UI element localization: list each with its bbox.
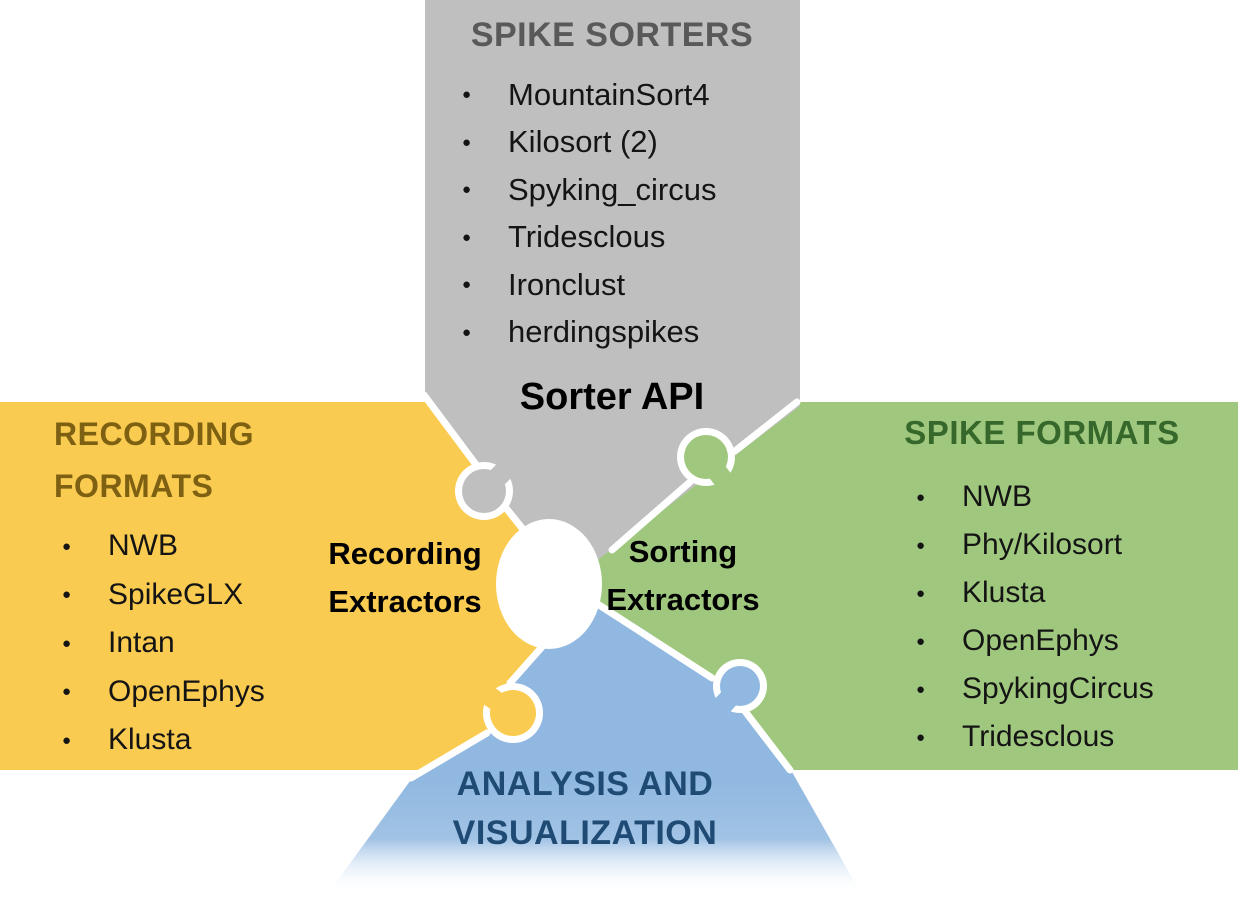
list-item-label: Kilosort (2) bbox=[508, 124, 658, 160]
bullet-icon: ● bbox=[62, 537, 72, 555]
list-item: ● SpykingCircus bbox=[916, 665, 1154, 713]
list-item: ● Ironclust bbox=[462, 261, 716, 309]
list-item-label: NWB bbox=[962, 480, 1032, 513]
list-item: ● Spyking_circus bbox=[462, 166, 716, 214]
recording-formats-list: ● NWB ● SpikeGLX ● Intan ● OpenEphys ● Klusta bbox=[62, 522, 265, 765]
list-item-label: Phy/Kilosort bbox=[962, 528, 1123, 561]
blue-tab-knob bbox=[720, 666, 760, 706]
bullet-icon: ● bbox=[462, 181, 472, 199]
list-item: ● NWB bbox=[916, 473, 1154, 521]
list-item-label: NWB bbox=[108, 529, 178, 563]
bullet-icon: ● bbox=[62, 586, 72, 604]
bullet-icon: ● bbox=[462, 133, 472, 151]
list-item-label: herdingspikes bbox=[508, 314, 700, 350]
list-item: ● SpikeGLX bbox=[62, 571, 265, 620]
puzzle-seam bbox=[608, 478, 694, 554]
analysis-visualization-label: ANALYSIS AND VISUALIZATION bbox=[452, 765, 724, 852]
gray-tab-knob bbox=[462, 469, 506, 513]
list-item-label: OpenEphys bbox=[962, 624, 1119, 657]
list-item: ● NWB bbox=[62, 522, 265, 571]
list-item: ● herdingspikes bbox=[462, 309, 716, 357]
analysis-piece bbox=[332, 588, 858, 888]
bullet-icon: ● bbox=[462, 276, 472, 294]
puzzle-seam bbox=[592, 599, 716, 682]
list-item-label: MountainSort4 bbox=[508, 76, 710, 112]
sorting-extractors-label: Sorting Extractors bbox=[606, 534, 760, 617]
bullet-icon: ● bbox=[462, 86, 472, 104]
list-item: ● Tridesclous bbox=[916, 713, 1154, 761]
list-item: ● MountainSort4 bbox=[462, 71, 716, 119]
bullet-icon: ● bbox=[62, 683, 72, 701]
sorter-api-label: Sorter API bbox=[519, 376, 705, 418]
spike-sorters-list: ● MountainSort4 ● Kilosort (2) ● Spyking_ci… bbox=[462, 71, 716, 356]
list-item-label: SpykingCircus bbox=[962, 672, 1154, 705]
list-item-label: Intan bbox=[108, 626, 175, 660]
puzzle-seam bbox=[420, 391, 484, 474]
bullet-icon: ● bbox=[462, 323, 472, 341]
puzzle-seam bbox=[731, 398, 801, 455]
list-item-label: Klusta bbox=[108, 723, 192, 757]
bullet-icon: ● bbox=[916, 632, 926, 650]
list-item: ● Klusta bbox=[62, 716, 265, 765]
list-item: ● OpenEphys bbox=[916, 617, 1154, 665]
bullet-icon: ● bbox=[916, 536, 926, 554]
list-item: ● Phy/Kilosort bbox=[916, 521, 1154, 569]
recording-formats-heading: RECORDING FORMATS bbox=[54, 416, 264, 504]
list-item: ● Intan bbox=[62, 619, 265, 668]
center-circle bbox=[496, 519, 602, 649]
yellow-tab-knob bbox=[490, 690, 536, 736]
recording-formats-piece bbox=[0, 402, 557, 770]
spike-sorters-heading: SPIKE SORTERS bbox=[470, 16, 754, 54]
bullet-icon: ● bbox=[916, 584, 926, 602]
bullet-icon: ● bbox=[62, 634, 72, 652]
spike-formats-heading: SPIKE FORMATS bbox=[904, 414, 1180, 451]
list-item: ● OpenEphys bbox=[62, 668, 265, 717]
bullet-icon: ● bbox=[916, 680, 926, 698]
list-item-label: Spyking_circus bbox=[508, 171, 717, 207]
list-item: ● Kilosort (2) bbox=[462, 119, 716, 167]
green-tab-knob bbox=[684, 435, 728, 479]
list-item-label: OpenEphys bbox=[108, 674, 265, 708]
list-item-label: SpikeGLX bbox=[108, 577, 244, 611]
spike-formats-list: ● NWB ● Phy/Kilosort ● Klusta ● OpenEphys ● S… bbox=[916, 473, 1154, 761]
list-item: ● Tridesclous bbox=[462, 214, 716, 262]
bullet-icon: ● bbox=[916, 488, 926, 506]
list-item-label: Tridesclous bbox=[508, 219, 666, 255]
list-item-label: Ironclust bbox=[508, 266, 626, 302]
bullet-icon: ● bbox=[916, 728, 926, 746]
list-item-label: Klusta bbox=[962, 576, 1046, 609]
list-item-label: Tridesclous bbox=[962, 720, 1115, 753]
list-item: ● Klusta bbox=[916, 569, 1154, 617]
bullet-icon: ● bbox=[62, 731, 72, 749]
puzzle-seam bbox=[737, 702, 794, 774]
recording-extractors-label: Recording Extractors bbox=[328, 536, 491, 619]
bullet-icon: ● bbox=[462, 228, 472, 246]
puzzle-seam bbox=[407, 729, 491, 782]
